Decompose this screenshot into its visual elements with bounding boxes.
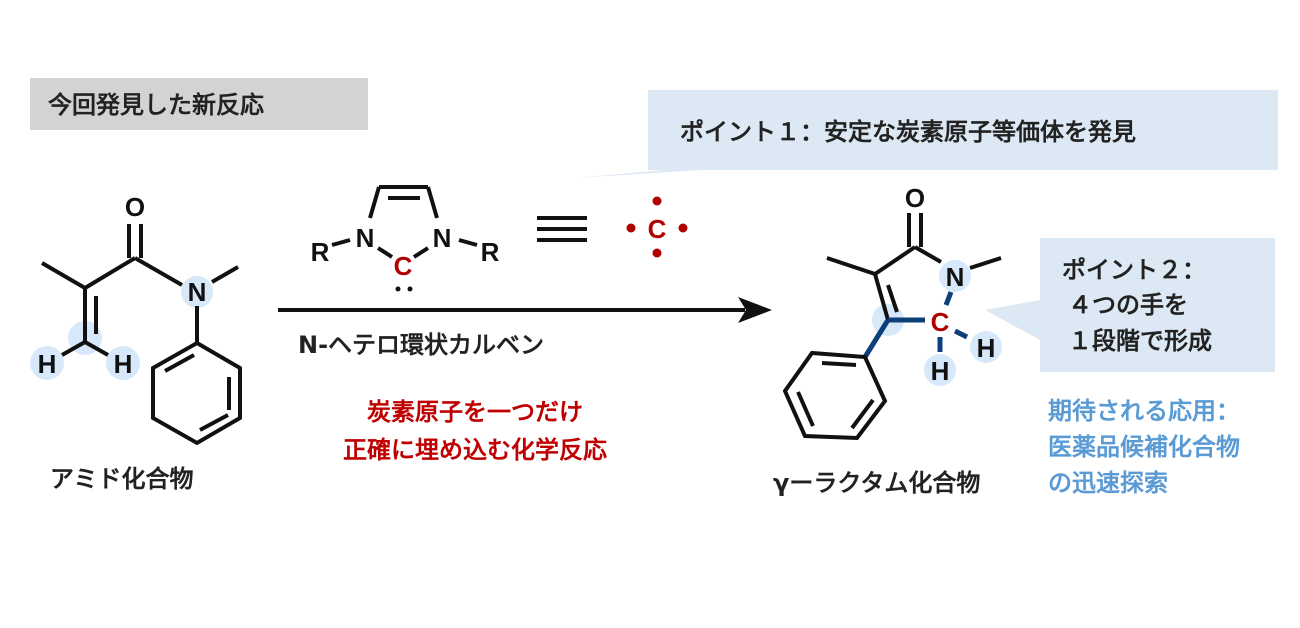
svg-text:H: H — [38, 349, 57, 379]
svg-text:C: C — [648, 214, 667, 244]
svg-text:１段階で形成: １段階で形成 — [1068, 327, 1212, 355]
lactam-molecule: O N C H H — [782, 183, 1002, 441]
callout-point-2: ポイント２： ４つの手を １段階で形成 — [985, 238, 1275, 372]
reaction-arrow — [278, 297, 772, 323]
svg-text:H: H — [114, 349, 133, 379]
callout-point-1: ポイント１：安定な炭素原子等価体を発見 — [575, 90, 1278, 178]
svg-text:４つの手を: ４つの手を — [1068, 291, 1188, 319]
carbon-atom-equivalent: C — [626, 196, 688, 258]
title-label: 今回発見した新反応 — [48, 91, 264, 119]
reaction-note-line-2: 正確に埋め込む化学反応 — [343, 436, 607, 464]
nhc-label: N-ヘテロ環状カルベン — [298, 331, 544, 359]
svg-text:ポイント２：: ポイント２： — [1062, 256, 1206, 284]
svg-text:ポイント１：安定な炭素原子等価体を発見: ポイント１：安定な炭素原子等価体を発見 — [680, 118, 1136, 146]
nhc-molecule: R N N R C — [311, 185, 500, 292]
svg-text:R: R — [481, 237, 500, 267]
svg-text:H: H — [977, 333, 996, 363]
application-line-2: 医薬品候補化合物 — [1048, 433, 1240, 461]
svg-text:O: O — [125, 192, 145, 222]
svg-text:H: H — [931, 356, 950, 386]
amide-molecule: O N H H — [30, 192, 242, 446]
equivalent-sign — [537, 216, 587, 242]
title-label-bg — [30, 78, 368, 130]
svg-text:N: N — [946, 262, 965, 292]
svg-text:N: N — [188, 277, 207, 307]
svg-text:C: C — [931, 307, 950, 337]
svg-text:C: C — [394, 251, 413, 281]
reaction-note-line-1: 炭素原子を一つだけ — [367, 398, 583, 426]
svg-text:N: N — [356, 223, 375, 253]
application-line-1: 期待される応用： — [1048, 397, 1240, 425]
svg-text:R: R — [311, 237, 330, 267]
amide-label: アミド化合物 — [50, 465, 194, 493]
svg-text:N: N — [433, 223, 452, 253]
application-line-3: の迅速探索 — [1048, 469, 1168, 497]
lactam-label: γーラクタム化合物 — [773, 469, 980, 497]
svg-text:O: O — [905, 183, 925, 213]
